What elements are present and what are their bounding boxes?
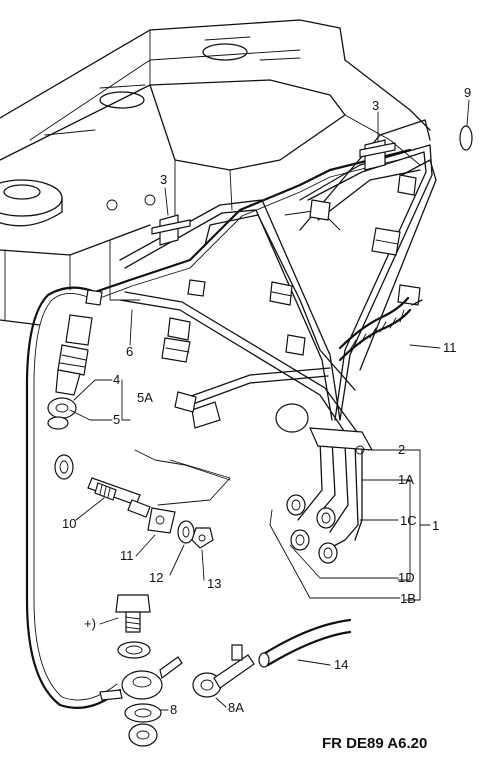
label-9: 9: [464, 85, 471, 100]
banjo-fitting-left: [54, 454, 74, 480]
callout-labels: 2 1A 1C 1 1D 1B 3 3 9 11 6 4 5A 5 10 11 …: [62, 85, 471, 717]
center-pipe: [174, 367, 331, 433]
label-14: 14: [334, 657, 348, 672]
label-8A: 8A: [228, 700, 244, 715]
label-2: 2: [398, 442, 405, 457]
retaining-bracket: [134, 449, 231, 534]
label-6: 6: [126, 344, 133, 359]
injector-nozzles: [55, 174, 421, 396]
label-1D: 1D: [398, 570, 415, 585]
cap-plug: [459, 125, 473, 151]
fuel-return-line: [25, 148, 412, 709]
label-3-right: 3: [372, 98, 379, 113]
label-1C: 1C: [400, 513, 417, 528]
label-10: 10: [62, 516, 76, 531]
label-11-lower: 11: [120, 548, 134, 563]
label-3-left: 3: [160, 172, 167, 187]
corrugated-return-hose: [338, 296, 423, 362]
pipe-union-nuts: [286, 494, 338, 564]
union-screw: [87, 477, 151, 518]
figure-code: FR DE89 A6.20: [322, 735, 427, 752]
banjo-bolt: [115, 594, 151, 659]
pipe-holder-clips: [151, 139, 396, 246]
label-5: 5: [113, 412, 120, 427]
label-8: 8: [170, 702, 177, 717]
label-1: 1: [432, 518, 439, 533]
label-plus: +): [84, 616, 96, 631]
washer-and-nut: [177, 520, 214, 549]
label-11-right: 11: [443, 340, 457, 355]
label-12: 12: [149, 570, 163, 585]
hose-union: [192, 644, 255, 698]
label-5A: 5A: [137, 390, 153, 405]
label-13: 13: [207, 576, 221, 591]
banjo-union: [99, 656, 183, 747]
cylinder-head-cover: [0, 19, 431, 326]
injector-pipe-bundle: [119, 119, 437, 549]
label-1B: 1B: [400, 591, 416, 606]
label-1A: 1A: [398, 472, 414, 487]
label-4: 4: [113, 372, 120, 387]
pipe-clamp: [309, 427, 374, 455]
fuel-hose: [258, 618, 352, 668]
sealing-washers: [47, 397, 77, 430]
leader-lines: [69, 99, 470, 711]
